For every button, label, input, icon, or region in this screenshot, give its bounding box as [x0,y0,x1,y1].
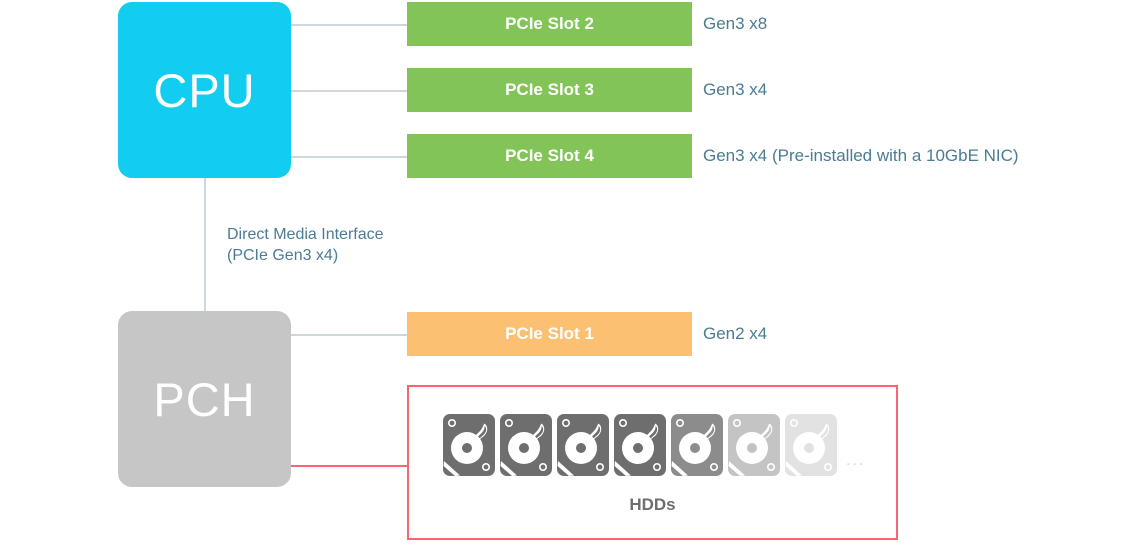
pcie-slot-1-label: PCIe Slot 1 [505,324,594,343]
pcie-slot-2-box[interactable]: PCIe Slot 2 [407,2,692,46]
hdd-caption: HDDs [629,495,676,514]
wire-pch-to-hdds [291,465,408,467]
wire-cpu-to-slot2 [291,24,407,26]
pcie-slot-2-note: Gen3 x8 [703,14,768,33]
cpu-label: CPU [153,63,256,117]
pcie-slot-3-label: PCIe Slot 3 [505,80,594,99]
dmi-label: Direct Media Interface (PCIe Gen3 x4) [227,224,384,266]
dmi-label-line2: (PCIe Gen3 x4) [227,247,339,264]
pch-block: PCH [118,311,291,487]
hard-disk-drive-icon [500,414,552,476]
dmi-label-line1: Direct Media Interface [227,226,384,243]
cpu-block: CPU [118,2,291,178]
pch-label: PCH [153,372,256,426]
hard-disk-drive-icon [557,414,609,476]
pcie-slot-4-label: PCIe Slot 4 [505,146,594,165]
hard-disk-drive-icon [443,414,495,476]
pcie-slot-2-label: PCIe Slot 2 [505,14,594,33]
wire-cpu-to-slot3 [291,90,407,92]
hard-disk-drive-icon [785,414,837,476]
pcie-slot-3-box[interactable]: PCIe Slot 3 [407,68,692,112]
pcie-slot-1-box[interactable]: PCIe Slot 1 [407,312,692,356]
pcie-slot-4-box[interactable]: PCIe Slot 4 [407,134,692,178]
hard-disk-drive-icon [671,414,723,476]
pcie-slot-4-note: Gen3 x4 (Pre-installed with a 10GbE NIC) [703,146,1019,165]
wire-pch-to-slot1 [291,334,407,336]
wire-dmi-cpu-to-pch [204,178,206,311]
pcie-slot-3-note: Gen3 x4 [703,80,768,99]
wire-cpu-to-slot4 [291,156,407,158]
hdd-row: ... [443,414,865,476]
hard-disk-drive-icon [728,414,780,476]
pcie-slot-1-note: Gen2 x4 [703,324,768,343]
hard-disk-drive-icon [614,414,666,476]
hdd-ellipsis: ... [846,452,866,469]
hdd-group: ... HDDs [407,385,898,540]
